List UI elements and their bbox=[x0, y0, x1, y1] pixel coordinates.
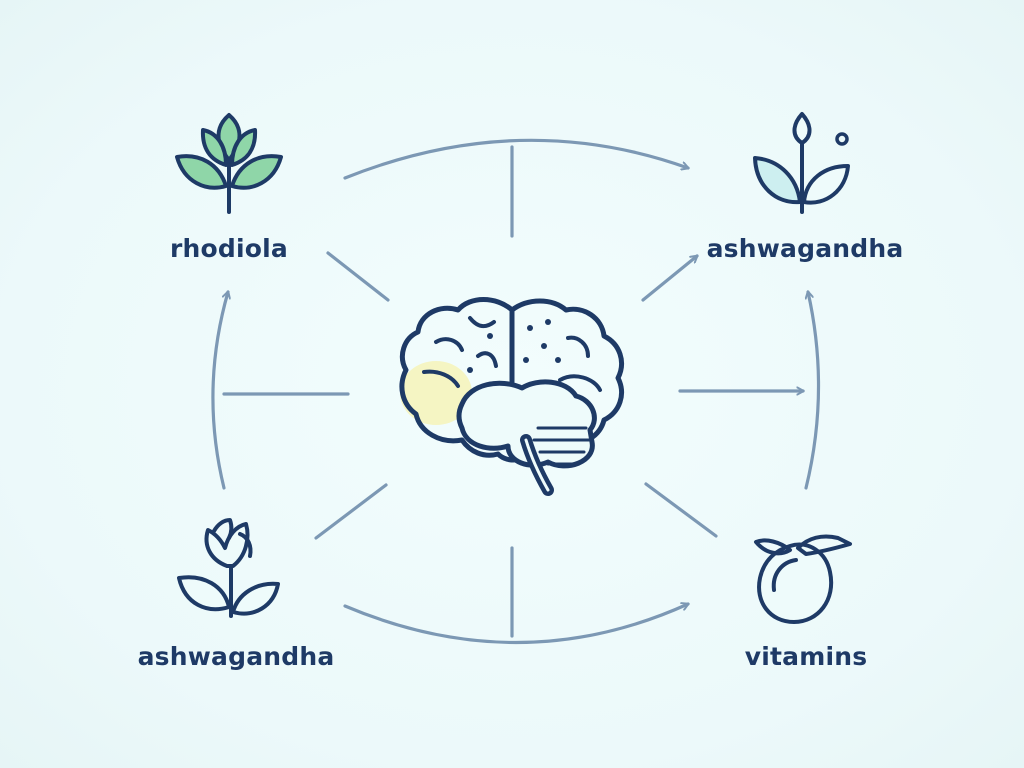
arrow-left-vertical bbox=[211, 292, 228, 490]
fruit-icon bbox=[754, 534, 852, 624]
node-label-vitamins: vitamins bbox=[744, 642, 868, 671]
flower-bud-icon bbox=[177, 518, 280, 618]
node-label-ashwagandha-bottom: ashwagandha bbox=[137, 642, 335, 671]
brain-icon bbox=[399, 297, 624, 496]
node-label-rhodiola: rhodiola bbox=[170, 234, 288, 263]
arrow-to-ashwagandha-top bbox=[641, 254, 699, 302]
arrow-right-vertical bbox=[804, 292, 821, 490]
arrow-top-curve bbox=[343, 138, 688, 180]
arrow-bottom-curve bbox=[343, 604, 688, 645]
connector-lower-left-diagonal bbox=[314, 483, 388, 540]
connector-upper-left-diagonal bbox=[326, 251, 390, 302]
node-label-ashwagandha-top: ashwagandha bbox=[706, 234, 904, 263]
plant-leaves-icon bbox=[175, 113, 283, 214]
connector-lower-right-diagonal bbox=[644, 482, 718, 538]
sprout-bud-icon bbox=[753, 112, 850, 214]
